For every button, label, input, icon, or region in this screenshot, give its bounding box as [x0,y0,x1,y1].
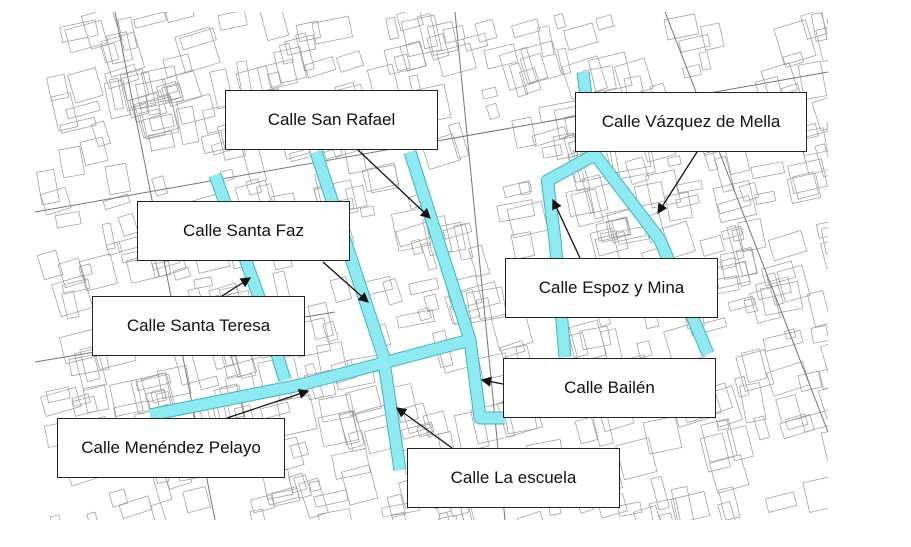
label-vazquez-de-mella: Calle Vázquez de Mella [575,92,807,152]
label-santa-teresa: Calle Santa Teresa [92,296,305,356]
label-menendez-pelayo: Calle Menéndez Pelayo [57,418,285,478]
label-santa-faz: Calle Santa Faz [137,201,350,261]
label-san-rafael: Calle San Rafael [225,90,438,150]
label-espoz-y-mina: Calle Espoz y Mina [505,258,718,318]
label-bailen: Calle Bailén [503,358,716,418]
label-la-escuela: Calle La escuela [407,448,620,508]
